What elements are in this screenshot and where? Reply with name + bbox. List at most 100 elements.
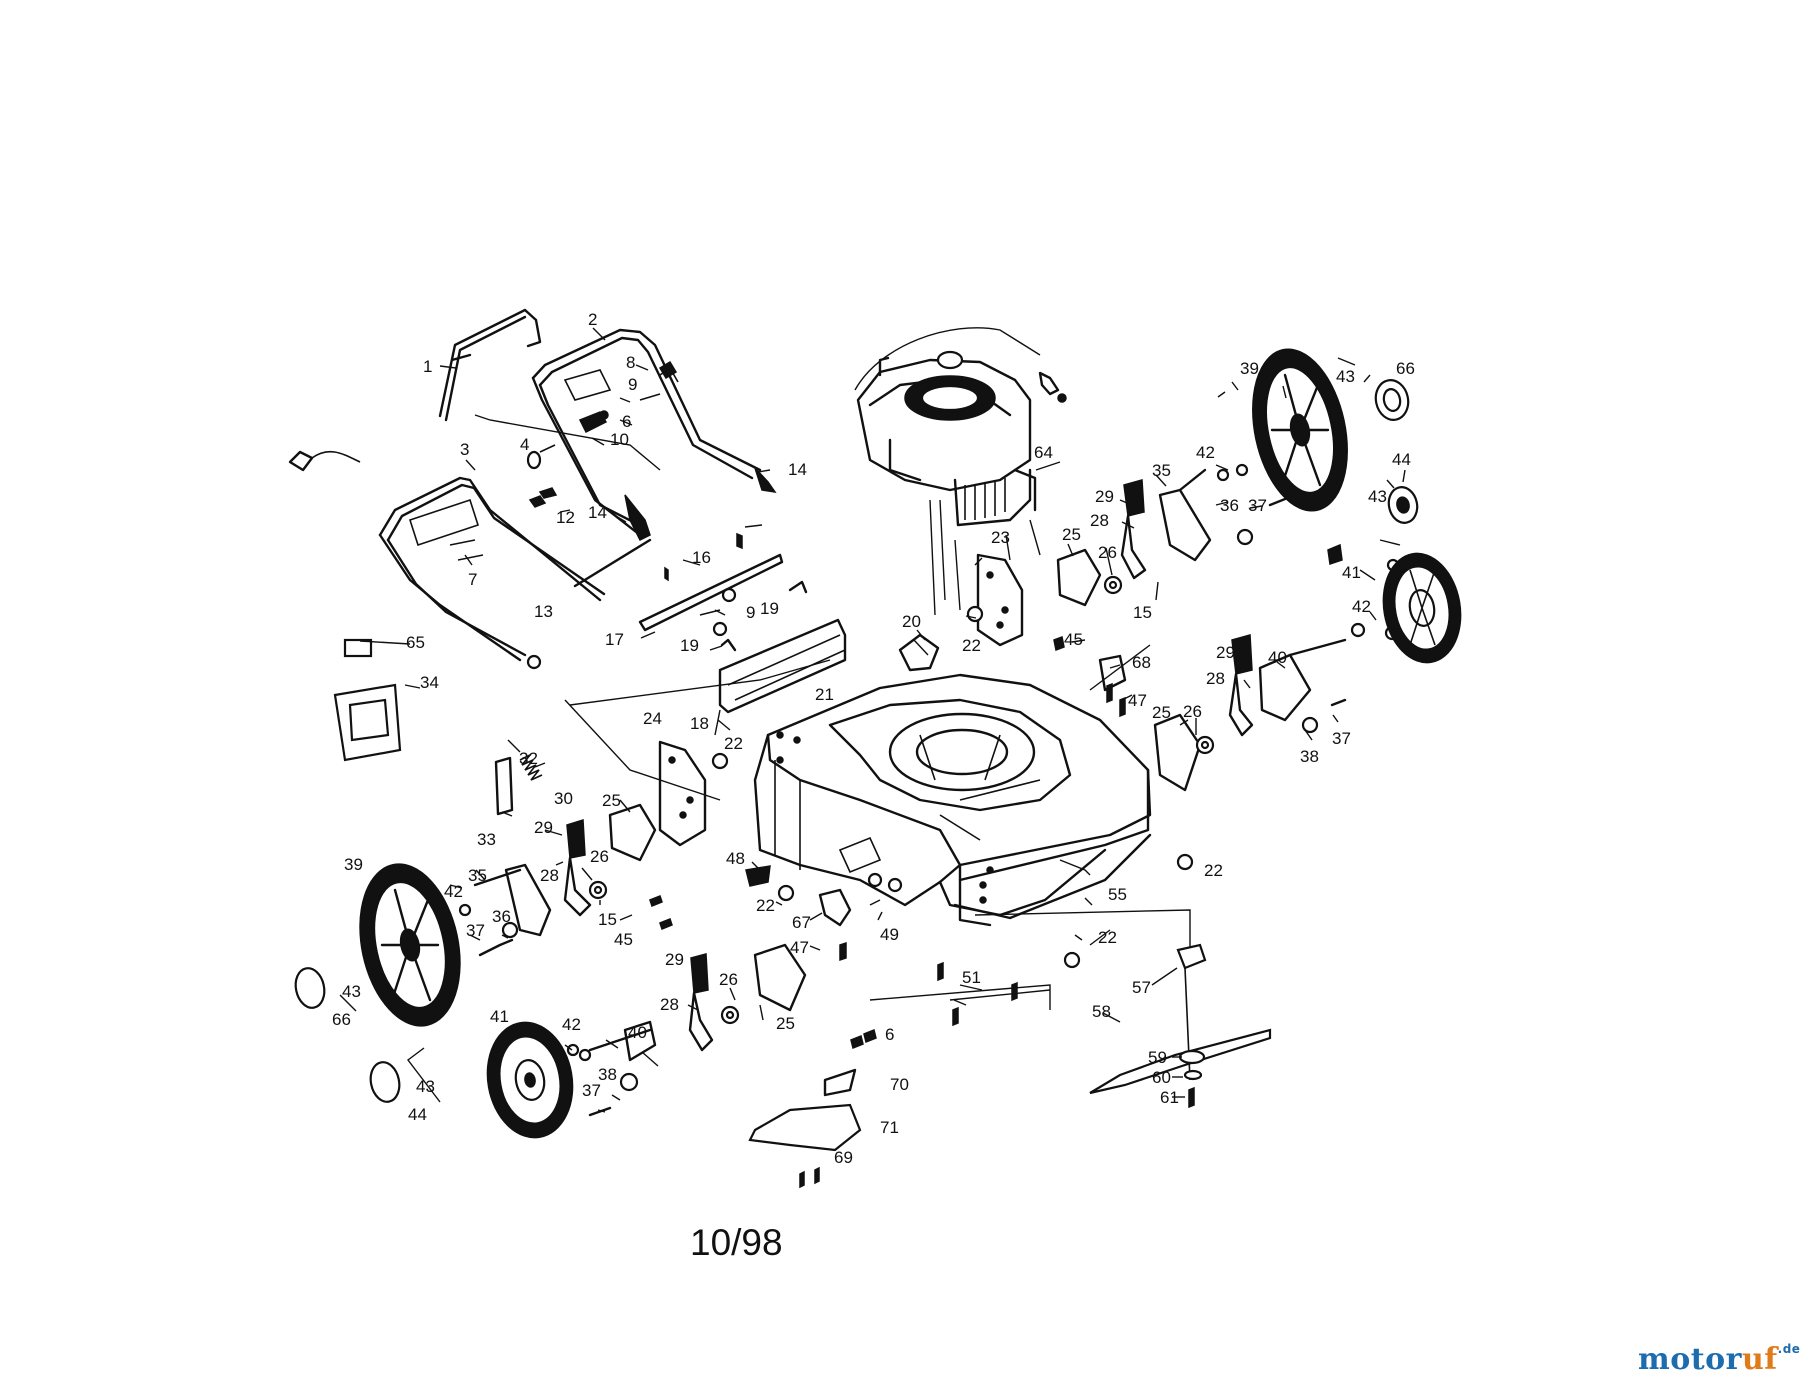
label-15a: 15 <box>1133 603 1152 622</box>
main-handle-part <box>531 328 762 537</box>
bolt-parts <box>478 493 1347 1189</box>
adjuster-plate-left-part <box>658 740 707 847</box>
label-22b: 22 <box>724 734 743 753</box>
diagram-date: 10/98 <box>690 1222 783 1263</box>
label-57: 57 <box>1132 978 1151 997</box>
label-2: 2 <box>588 310 597 329</box>
lever-parts <box>563 479 1254 1052</box>
label-42a: 42 <box>1196 443 1215 462</box>
label-36a: 36 <box>1220 496 1239 515</box>
watermark-part-3: .de <box>1777 1342 1800 1356</box>
label-45b: 45 <box>614 930 633 949</box>
label-40b: 40 <box>628 1023 647 1042</box>
label-43d: 43 <box>416 1077 435 1096</box>
cable-part <box>288 450 361 472</box>
label-65: 65 <box>406 633 425 652</box>
label-26a: 26 <box>1098 543 1117 562</box>
label-33: 33 <box>477 830 496 849</box>
label-44b: 44 <box>408 1105 427 1124</box>
label-44a: 44 <box>1392 450 1411 469</box>
label-26d: 26 <box>719 970 738 989</box>
label-13: 13 <box>534 602 553 621</box>
label-67: 67 <box>792 913 811 932</box>
label-21: 21 <box>815 685 834 704</box>
deck-part <box>753 633 1152 927</box>
label-47b: 47 <box>790 938 809 957</box>
rear-right-wheel-part <box>1252 348 1348 512</box>
lower-handle-part <box>378 476 606 670</box>
label-40a: 40 <box>1268 648 1287 667</box>
label-3: 3 <box>460 440 469 459</box>
label-30: 30 <box>554 789 573 808</box>
label-19a: 19 <box>760 599 779 618</box>
hub-cap-parts <box>294 379 1419 1103</box>
front-right-wheel-part <box>1382 552 1462 664</box>
label-48: 48 <box>726 849 745 868</box>
label-25b: 25 <box>602 791 621 810</box>
washer-and-nut-parts <box>458 463 1400 1092</box>
label-9b: 9 <box>746 603 755 622</box>
label-42c: 42 <box>444 882 463 901</box>
label-34: 34 <box>420 673 439 692</box>
label-25c: 25 <box>1152 703 1171 722</box>
label-10: 10 <box>610 430 629 449</box>
label-17: 17 <box>605 630 624 649</box>
axle-bracket-parts <box>473 468 1347 1062</box>
label-58: 58 <box>1092 1002 1111 1021</box>
label-29d: 29 <box>665 950 684 969</box>
watermark-part-1: motor <box>1638 1342 1742 1377</box>
label-25a: 25 <box>1062 525 1081 544</box>
small-bracket-parts <box>745 654 1127 927</box>
leader-lines <box>339 327 1406 1113</box>
hardware-bolts <box>449 360 763 637</box>
front-left-wheel-part <box>486 1021 574 1139</box>
label-7: 7 <box>468 570 477 589</box>
label-22d: 22 <box>1098 928 1117 947</box>
label-19b: 19 <box>680 636 699 655</box>
label-25d: 25 <box>776 1014 795 1033</box>
label-16: 16 <box>692 548 711 567</box>
label-66b: 66 <box>332 1010 351 1029</box>
watermark-part-2: uf <box>1741 1342 1778 1377</box>
label-47a: 47 <box>1128 691 1147 710</box>
blade-part <box>1089 943 1272 1095</box>
spring-parts <box>494 543 1343 816</box>
label-37a: 37 <box>1248 496 1267 515</box>
rear-left-wheel-part <box>359 863 461 1027</box>
label-36b: 36 <box>492 907 511 926</box>
label-28c: 28 <box>1206 669 1225 688</box>
label-64: 64 <box>1034 443 1053 462</box>
label-8: 8 <box>626 353 635 372</box>
label-43b: 43 <box>1368 487 1387 506</box>
label-43c: 43 <box>342 982 361 1001</box>
label-4: 4 <box>520 435 529 454</box>
label-9a: 9 <box>628 375 637 394</box>
label-41a: 41 <box>1342 563 1361 582</box>
label-22e: 22 <box>756 896 775 915</box>
label-28a: 28 <box>1090 511 1109 530</box>
label-28d: 28 <box>660 995 679 1014</box>
label-29a: 29 <box>1095 487 1114 506</box>
cross-bar-part <box>573 538 784 632</box>
label-22a: 22 <box>962 636 981 655</box>
label-14b: 14 <box>588 503 607 522</box>
part-number-labels: 1 2 3 4 6 7 8 9 10 12 13 14 14 15 15 16 … <box>332 310 1415 1167</box>
label-69: 69 <box>834 1148 853 1167</box>
label-39b: 39 <box>344 855 363 874</box>
label-38b: 38 <box>598 1065 617 1084</box>
adjuster-plate-right-part <box>976 553 1024 647</box>
label-6a: 6 <box>622 412 631 431</box>
label-38a: 38 <box>1300 747 1319 766</box>
label-37b: 37 <box>466 921 485 940</box>
label-26b: 26 <box>590 847 609 866</box>
label-14a: 14 <box>788 460 807 479</box>
watermark-logo: motoruf.de <box>1638 1342 1800 1377</box>
gear-plate-parts <box>608 548 1202 1012</box>
label-59: 59 <box>1148 1048 1167 1067</box>
label-60: 60 <box>1152 1068 1171 1087</box>
label-35a: 35 <box>1152 461 1171 480</box>
label-12: 12 <box>556 508 575 527</box>
label-35b: 35 <box>468 866 487 885</box>
label-6b: 6 <box>885 1025 894 1044</box>
